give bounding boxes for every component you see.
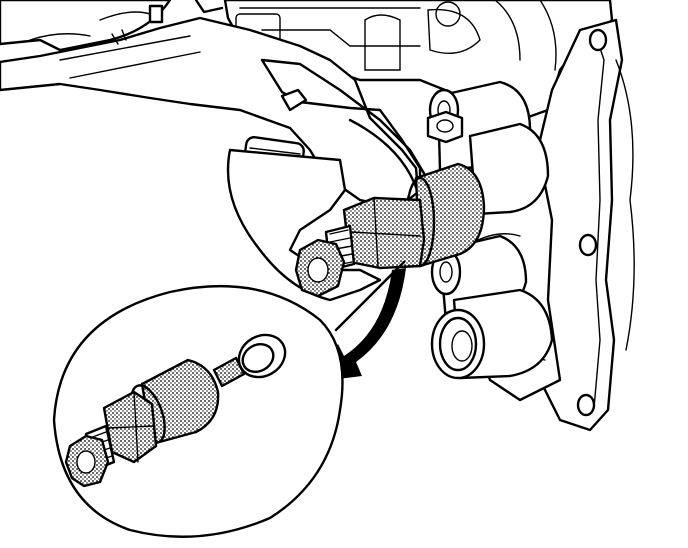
housing-bushing [430, 308, 486, 380]
detail-magnifier-circle [52, 260, 406, 538]
adjustable-wrench [0, 0, 442, 302]
detail-puller-tool [64, 333, 287, 488]
installed-puller-tool [294, 162, 486, 298]
transmission-housing [223, 0, 635, 432]
